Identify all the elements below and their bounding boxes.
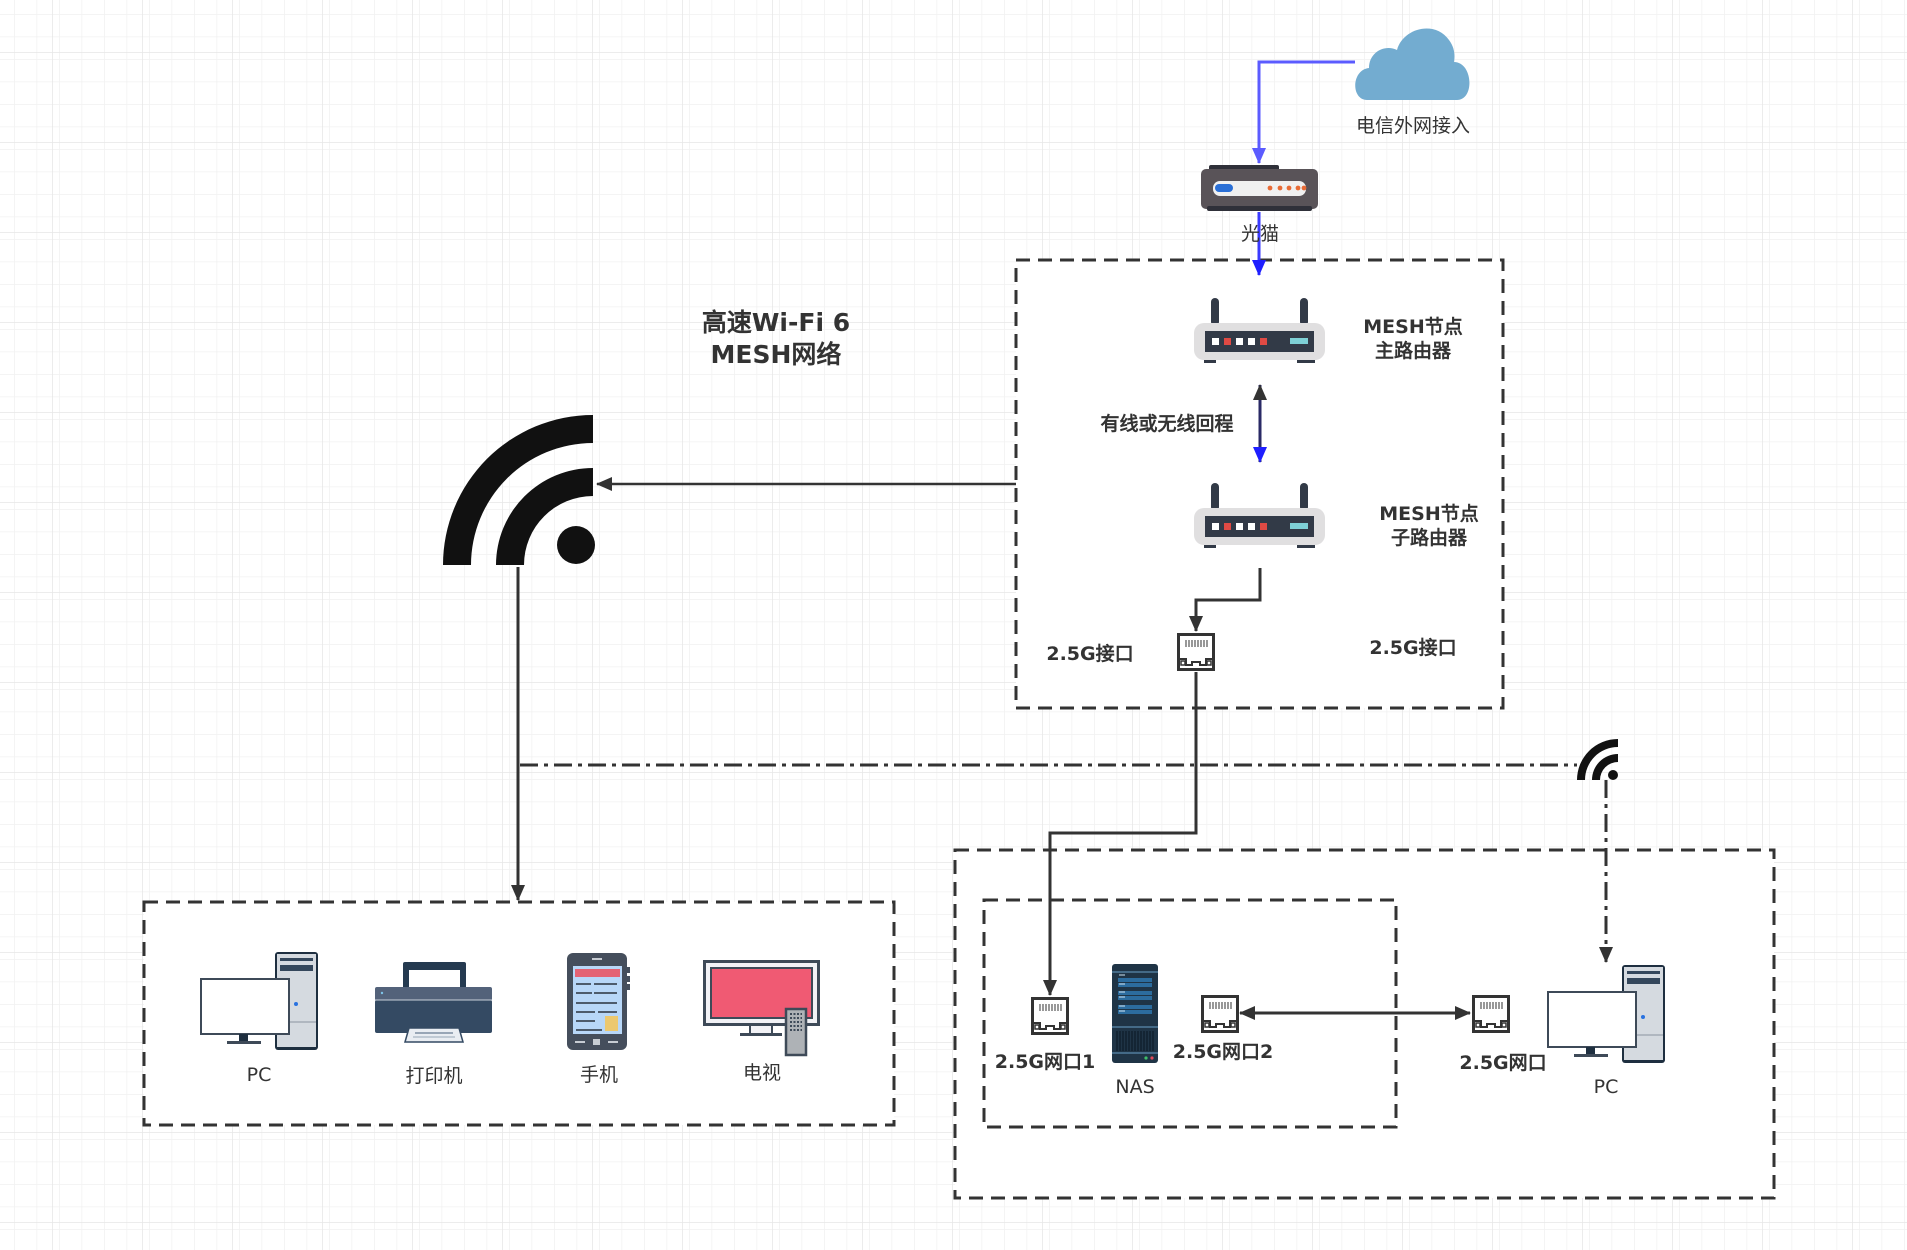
sub-router-icon[interactable]	[1194, 483, 1325, 548]
modem-icon[interactable]	[1201, 165, 1318, 211]
nas-device[interactable]: NAS	[1112, 964, 1158, 1098]
ethernet-port-icon	[1031, 997, 1069, 1035]
ethernet-port-icon[interactable]	[1177, 633, 1215, 671]
printer-icon	[375, 962, 492, 1043]
pc-left[interactable]: PC	[200, 952, 318, 1086]
sub-router-label-2: 子路由器	[1391, 526, 1468, 549]
tv-icon	[703, 960, 820, 1057]
nas-label: NAS	[1115, 1076, 1154, 1098]
ont-label: 光猫	[1241, 223, 1279, 245]
device-label: PC	[247, 1064, 272, 1086]
tv-left[interactable]: 电视	[703, 960, 820, 1085]
device-label: 电视	[743, 1062, 781, 1084]
desktop-pc-icon	[1547, 965, 1665, 1063]
diagram-title-line2: MESH网络	[711, 340, 842, 369]
printer-left[interactable]: 打印机	[375, 962, 492, 1087]
ethernet-port-icon	[1472, 995, 1510, 1033]
nas-port2[interactable]: 2.5G网口2	[1173, 995, 1273, 1064]
nas-port2-label: 2.5G网口2	[1173, 1041, 1273, 1063]
connector-cloud-to-ont[interactable]	[1252, 60, 1355, 164]
ethernet-port-icon	[1201, 995, 1239, 1033]
cloud-icon[interactable]	[1355, 28, 1470, 100]
mobile-phone-icon	[567, 953, 630, 1050]
mesh-port-left-label: 2.5G接口	[1046, 643, 1133, 665]
connector-port-to-nas-port1[interactable]	[1043, 672, 1198, 996]
wifi-small-icon[interactable]	[1577, 739, 1618, 780]
sub-router-label-1: MESH节点	[1379, 503, 1478, 525]
device-label: 打印机	[405, 1065, 462, 1087]
cloud-label: 电信外网接入	[1356, 115, 1470, 137]
phone-left[interactable]: 手机	[567, 953, 630, 1086]
diagram-title-line1: 高速Wi-Fi 6	[702, 308, 850, 337]
pc-port[interactable]: 2.5G网口	[1459, 995, 1547, 1075]
device-label: 手机	[580, 1064, 618, 1086]
server-icon	[1112, 964, 1158, 1063]
main-router-label-2: 主路由器	[1375, 339, 1452, 362]
connector-sub-router-to-port[interactable]	[1189, 568, 1262, 632]
wifi-icon[interactable]	[443, 415, 595, 565]
desktop-pc-icon	[200, 952, 318, 1050]
backhaul-label: 有线或无线回程	[1100, 412, 1233, 435]
nas-port1-label: 2.5G网口1	[995, 1051, 1095, 1073]
mesh-port-right-label: 2.5G接口	[1369, 637, 1456, 659]
main-router-label-1: MESH节点	[1363, 316, 1462, 338]
pc-right[interactable]: PC	[1547, 965, 1665, 1098]
main-router-icon[interactable]	[1194, 298, 1325, 363]
pc-right-label: PC	[1594, 1076, 1619, 1098]
nas-port1[interactable]: 2.5G网口1	[995, 997, 1095, 1074]
pc-port-label: 2.5G网口	[1459, 1052, 1546, 1074]
